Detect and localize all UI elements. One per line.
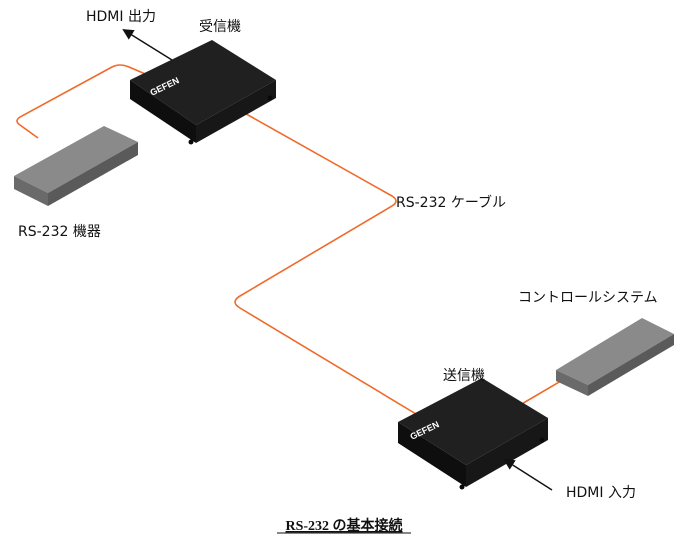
receiver-label: 受信機 — [199, 19, 241, 35]
cable-receiver-to-transmitter — [231, 105, 437, 427]
rs232-device — [14, 126, 138, 206]
transmitter-foot — [539, 437, 545, 443]
receiver-side — [196, 80, 276, 143]
receiver-top — [130, 40, 276, 125]
receiver-foot — [188, 139, 194, 145]
control-system-device — [556, 318, 674, 396]
transmitter-side — [466, 418, 548, 487]
cable-transmitter-to-control — [519, 377, 567, 406]
transmitter-label: 送信機 — [443, 368, 485, 384]
hdmi-out-label: HDMI 出力 — [86, 9, 156, 25]
rs232-device-top — [14, 126, 138, 193]
receiver-front — [130, 80, 196, 143]
hdmi-out-arrow — [122, 29, 173, 61]
hdmi-in-label: HDMI 入力 — [566, 485, 636, 501]
receiver-foot — [267, 95, 273, 101]
control-system-label: コントロールシステム — [518, 290, 658, 306]
rs232-device-label: RS-232 機器 — [18, 224, 101, 240]
transmitter-front — [398, 422, 466, 487]
cable-receiver-to-device — [16, 64, 151, 139]
hdmi-in-arrow — [503, 458, 553, 491]
transmitter-top — [398, 378, 548, 465]
receiver-device: GEFEN — [130, 40, 276, 145]
transmitter-device: GEFEN — [398, 378, 548, 490]
diagram-caption: RS-232 の基本接続 — [285, 517, 402, 534]
rs232-device-front — [14, 176, 48, 206]
transmitter-foot — [459, 484, 465, 490]
rs232-cables — [16, 64, 567, 427]
control-system-top — [556, 318, 674, 385]
control-system-front — [556, 370, 588, 396]
rs232-cable-label: RS-232 ケーブル — [396, 194, 506, 211]
control-system-side — [588, 334, 674, 396]
rs232-device-side — [48, 142, 138, 206]
